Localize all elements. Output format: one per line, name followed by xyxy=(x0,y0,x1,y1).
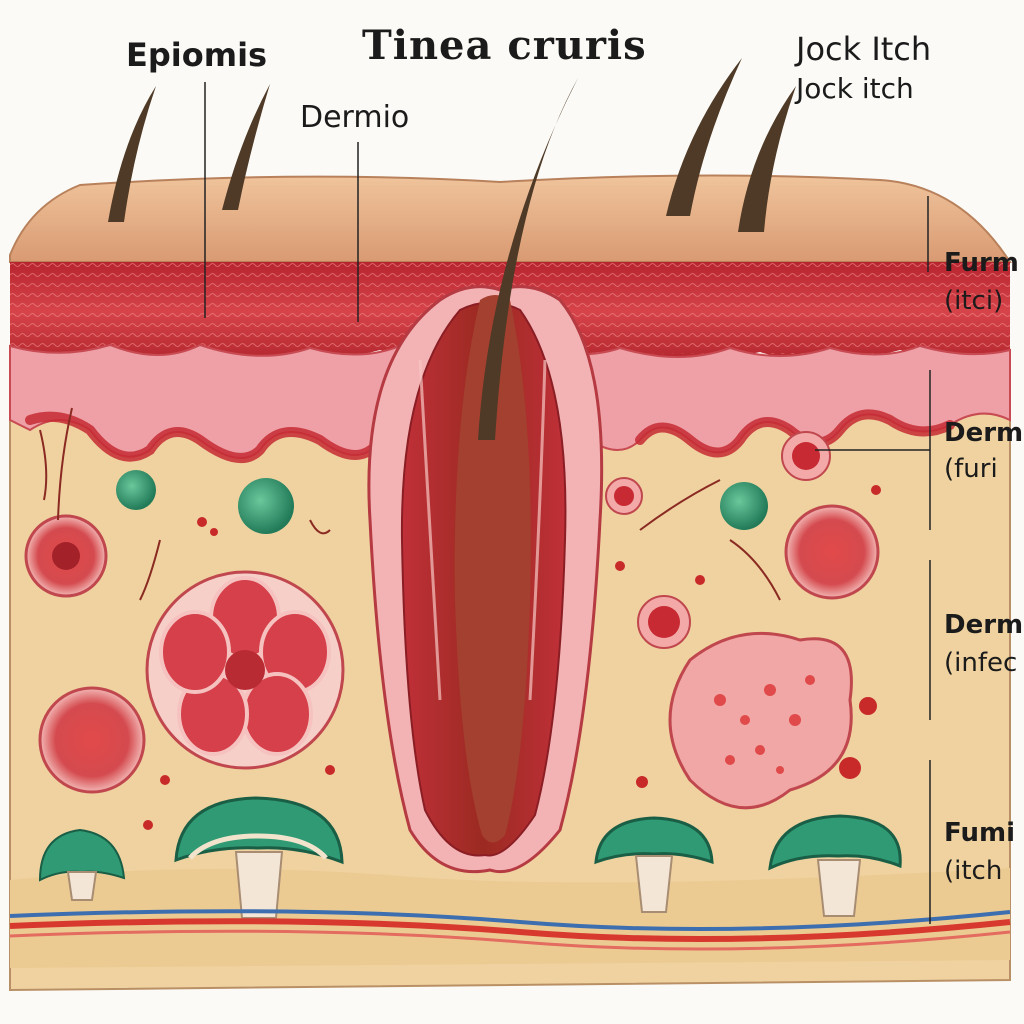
side-label-1-heading: Furm xyxy=(944,248,1019,278)
label-jock-itch: Jock Itch xyxy=(796,30,932,68)
gland-flower xyxy=(145,570,345,770)
fungus-3 xyxy=(594,816,714,913)
fungal-spore-3 xyxy=(720,482,768,530)
label-dermio: Dermio xyxy=(300,100,410,135)
label-epidermis: Epiomis xyxy=(126,36,268,74)
hair-2 xyxy=(222,84,270,210)
follicle-canal xyxy=(454,295,531,843)
fungus-4 xyxy=(768,814,902,917)
fungus-1 xyxy=(38,828,126,901)
artery xyxy=(9,918,1011,943)
label-jock-itch-sub: Jock itch xyxy=(796,72,914,105)
side-label-2-sub: (furi xyxy=(944,454,998,484)
side-label-4-heading: Fumi xyxy=(944,818,1015,848)
infected-gland xyxy=(668,631,853,810)
fungus-2 xyxy=(174,796,344,919)
side-label-3-sub: (infec xyxy=(944,648,1018,678)
subcutaneous-fat xyxy=(10,868,1010,968)
central-hair xyxy=(478,78,578,440)
fungal-spore-1 xyxy=(116,470,156,510)
gland-right-1 xyxy=(784,504,880,600)
diagram-title: Tinea cruris xyxy=(362,22,647,69)
skin-surface xyxy=(9,174,1012,263)
gland-lower-left xyxy=(38,686,146,794)
vein xyxy=(9,909,1011,932)
hair-1 xyxy=(108,86,156,222)
side-label-4-sub: (itch xyxy=(944,856,1003,886)
fungal-spore-2 xyxy=(238,478,294,534)
hair-3 xyxy=(666,58,742,216)
side-label-2-heading: Derm xyxy=(944,418,1024,448)
hair-4 xyxy=(738,86,796,232)
side-label-3-heading: Derm xyxy=(944,610,1024,640)
red-dots xyxy=(143,485,881,830)
side-label-1-sub: (itci) xyxy=(944,286,1004,316)
